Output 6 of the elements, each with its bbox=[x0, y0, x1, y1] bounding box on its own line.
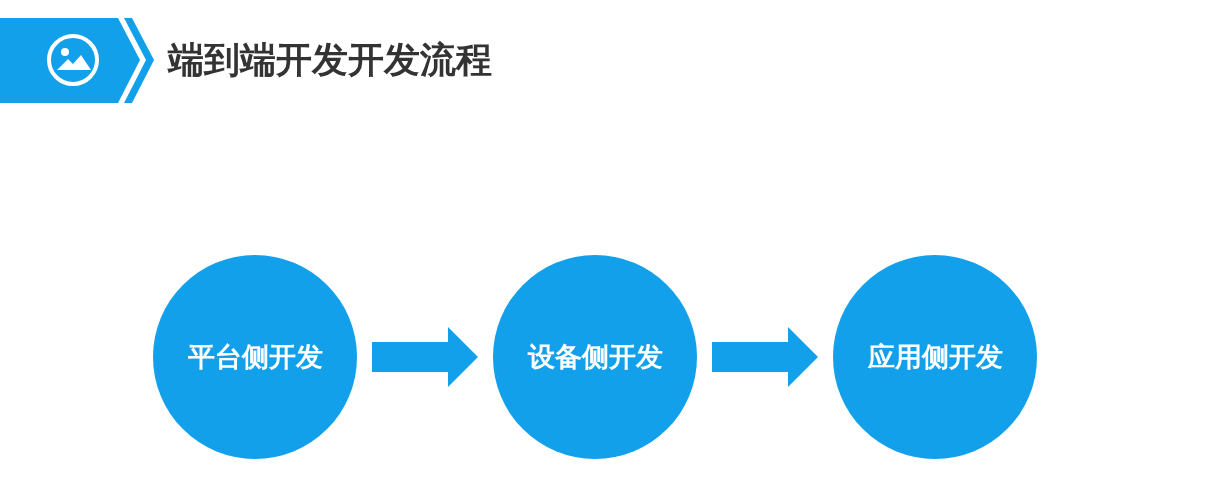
process-circle: 应用侧开发 bbox=[833, 255, 1037, 459]
title: 端到端开发开发流程 bbox=[168, 38, 492, 82]
block-arrow bbox=[372, 327, 478, 387]
process-circle: 平台侧开发 bbox=[153, 255, 357, 459]
block-arrow bbox=[712, 327, 818, 387]
process-circle: 设备侧开发 bbox=[493, 255, 697, 459]
